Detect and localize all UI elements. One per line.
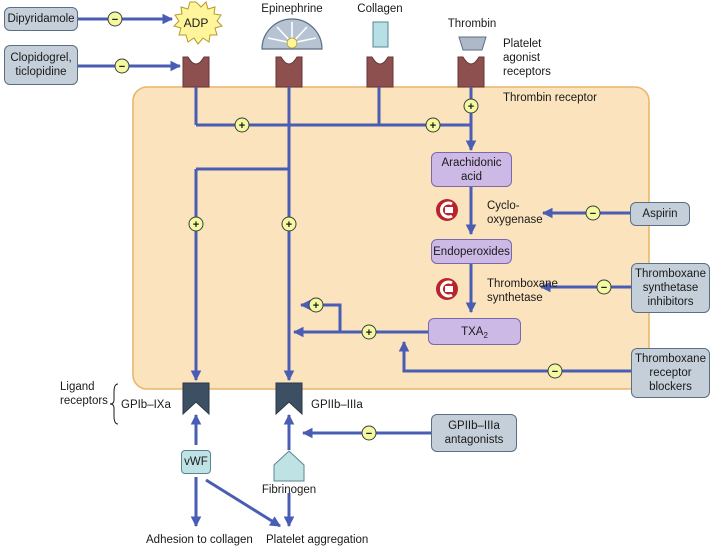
txa2-label: TXA — [461, 325, 484, 338]
thrombin-shape — [458, 36, 487, 51]
collagen-label: Collagen — [357, 3, 403, 15]
gpib-ixa-receptor — [182, 382, 210, 416]
svg-text:−: − — [590, 208, 596, 220]
txa2-subscript: 2 — [483, 330, 488, 340]
svg-text:+: + — [468, 101, 474, 113]
gpiib-antagonists-box: GPIIb–IIIa antagonists — [431, 414, 517, 452]
cyclooxygenase-label: Cyclo- oxygenase — [487, 200, 543, 226]
sign-plus-thrombin: + — [463, 98, 479, 114]
dipyridamole-box: Dipyridamole — [4, 7, 78, 31]
svg-text:+: + — [193, 219, 199, 231]
adp-receptor — [182, 56, 210, 88]
sign-plus-gpib: + — [188, 216, 204, 232]
thromboxane-synthetase-inhibitors-box: Thromboxane synthetase inhibitors — [631, 263, 710, 313]
cyclooxygenase-inhibited-icon — [436, 199, 458, 221]
svg-text:−: − — [119, 61, 125, 73]
thrombin-receptor-label: Thrombin receptor — [503, 92, 597, 104]
svg-text:+: + — [286, 219, 292, 231]
aspirin-box: Aspirin — [630, 202, 690, 226]
svg-text:−: − — [112, 14, 118, 26]
vwf-box: vWF — [181, 450, 211, 474]
svg-text:+: + — [366, 327, 372, 339]
thromboxane-receptor-blockers-box: Thromboxane receptor blockers — [631, 348, 710, 398]
sign-plus-feedback-upper: + — [308, 297, 324, 313]
collagen-shape — [372, 21, 389, 48]
collagen-receptor — [366, 56, 394, 88]
ligand-receptors-bracket — [109, 383, 119, 425]
signal-lines — [190, 87, 632, 528]
platelet-agonist-receptors-label: Platelet agonist receptors — [503, 38, 551, 78]
endoperoxides-box: Endoperoxides — [431, 239, 512, 264]
sign-minus-tx-receptor-blockers: − — [547, 363, 563, 379]
thromboxane-synthetase-inhibited-icon — [436, 278, 458, 300]
arachidonic-acid-box: Arachidonic acid — [431, 152, 512, 187]
adp-label: ADP — [183, 16, 209, 30]
epinephrine-receptor — [275, 56, 303, 88]
sign-minus-clopidogrel: − — [114, 58, 130, 74]
adhesion-label: Adhesion to collagen — [146, 534, 253, 546]
adp-star-shape — [173, 1, 223, 45]
svg-text:−: − — [366, 428, 372, 440]
sign-plus-1: + — [234, 117, 250, 133]
svg-text:−: − — [601, 282, 607, 294]
sign-plus-gpiib: + — [281, 216, 297, 232]
gpiib-iiia-receptor — [275, 382, 303, 416]
fibrinogen-shape — [273, 450, 305, 482]
svg-text:+: + — [313, 300, 319, 312]
svg-text:+: + — [430, 120, 436, 132]
clopidogrel-box: Clopidogrel, ticlopidine — [4, 45, 78, 85]
svg-text:+: + — [239, 120, 245, 132]
svg-text:−: − — [552, 366, 558, 378]
ligand-receptors-label: Ligand receptors — [60, 381, 108, 407]
sign-minus-aspirin: − — [585, 205, 601, 221]
aggregation-label: Platelet aggregation — [266, 534, 369, 546]
fibrinogen-label: Fibrinogen — [261, 484, 317, 496]
thrombin-receptor — [457, 56, 485, 88]
gpib-ixa-label: GPIb–IXa — [121, 399, 171, 411]
sign-plus-2: + — [425, 117, 441, 133]
sign-minus-dipyridamole: − — [107, 11, 123, 27]
thromboxane-synthetase-label: Thromboxane synthetase — [487, 278, 558, 304]
sign-plus-txa: + — [361, 324, 377, 340]
epinephrine-label: Epinephrine — [261, 3, 323, 15]
thrombin-label: Thrombin — [447, 18, 497, 30]
sign-minus-txs-inhibitors: − — [596, 279, 612, 295]
gpiib-iiia-label: GPIIb–IIIa — [311, 399, 363, 411]
sign-minus-gpiib-antagonists: − — [361, 425, 377, 441]
epinephrine-shape — [261, 18, 323, 50]
